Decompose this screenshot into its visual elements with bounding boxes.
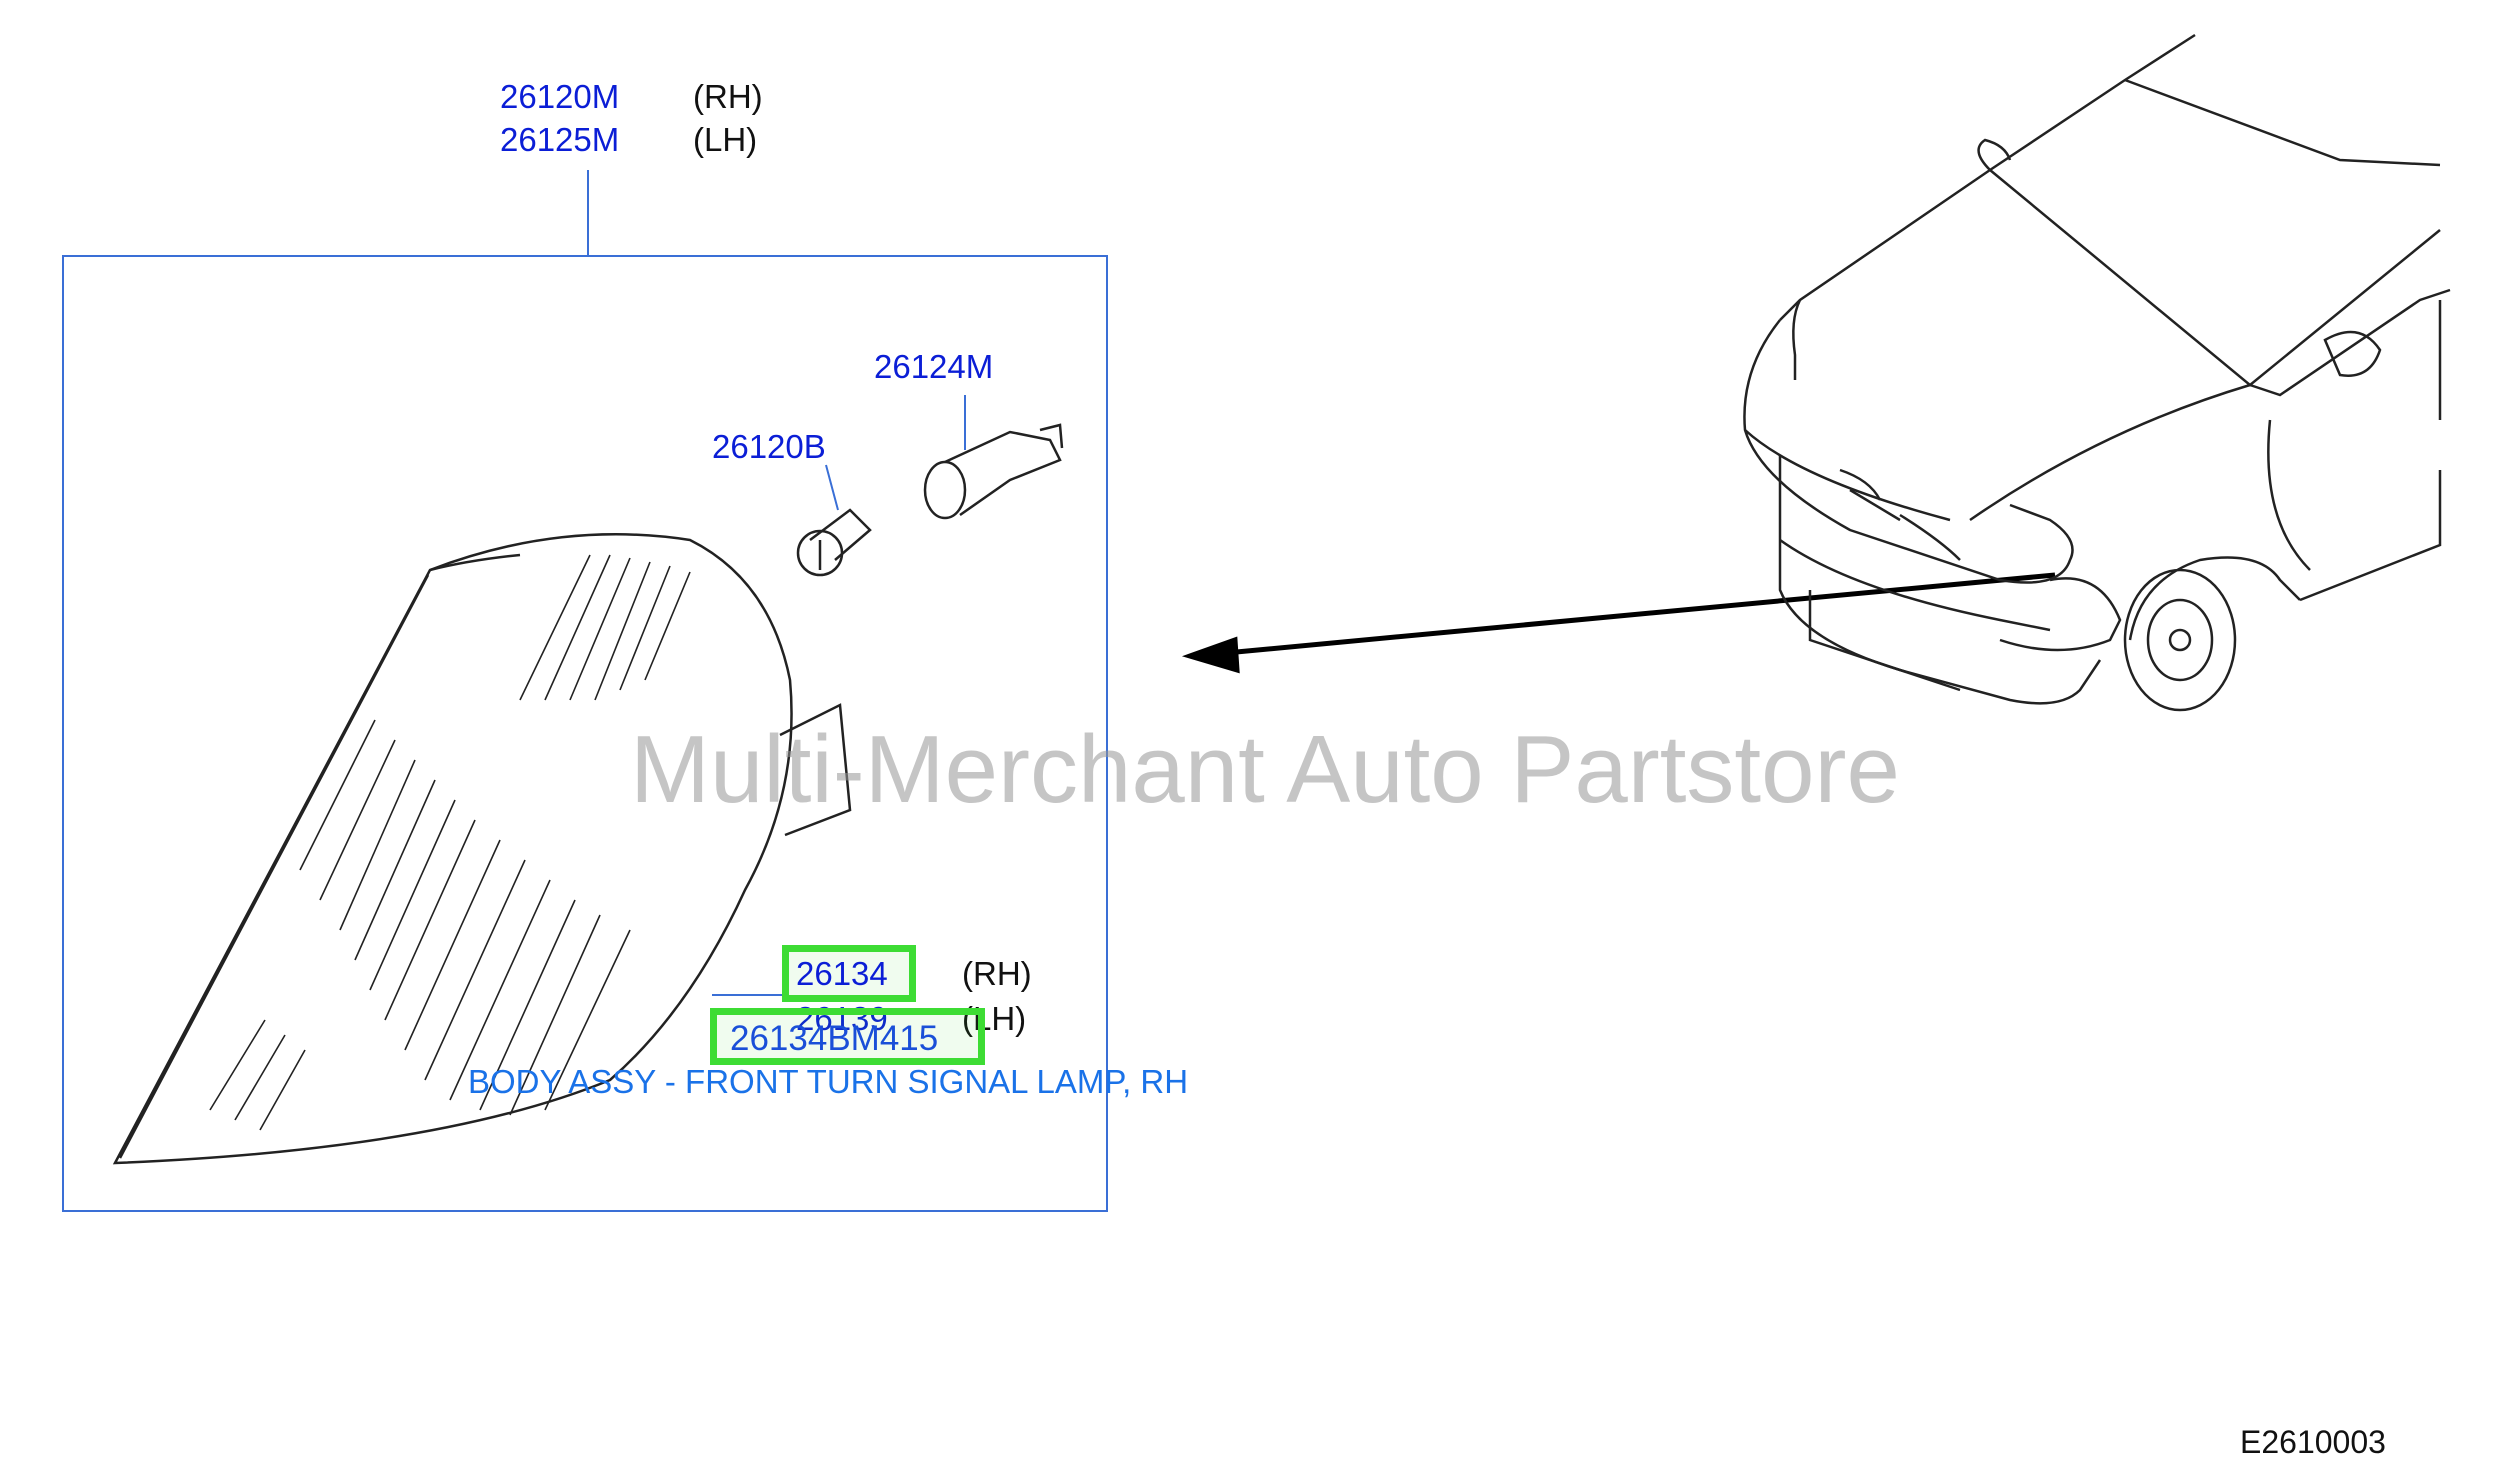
part-number-highlight-box [710, 1008, 985, 1065]
part-label-26120b[interactable]: 26120B [712, 428, 826, 465]
side-label-rh: (RH) [693, 78, 763, 115]
watermark: Multi-Merchant Auto Partstore [630, 716, 1900, 823]
side-label-body-lh: (LH) [962, 1000, 1027, 1037]
bulb-drawing [796, 508, 872, 577]
turn-signal-lamp-drawing [112, 533, 852, 1165]
detail-frame [62, 255, 1108, 1212]
part-label-26124m[interactable]: 26124M [874, 348, 994, 385]
part-label-26125m[interactable]: 26125M [500, 121, 620, 158]
side-label-lh: (LH) [693, 121, 758, 158]
diagram-code: E2610003 [2240, 1424, 2386, 1460]
part-highlight-box [782, 945, 916, 1002]
part-label-26120m[interactable]: 26120M [500, 78, 620, 115]
location-arrow [1181, 572, 2056, 674]
socket-drawing [923, 423, 1064, 520]
part-description: BODY ASSY - FRONT TURN SIGNAL LAMP, RH [468, 1063, 1189, 1100]
side-label-body-rh: (RH) [962, 955, 1032, 992]
part-label-26139[interactable]: 26139 [796, 1000, 888, 1037]
part-number-link[interactable]: 26134BM415 [730, 1019, 939, 1058]
bulb-leader [825, 464, 839, 511]
part-label-26134[interactable]: 26134 [796, 955, 888, 992]
vehicle-drawing [1743, 33, 2451, 712]
